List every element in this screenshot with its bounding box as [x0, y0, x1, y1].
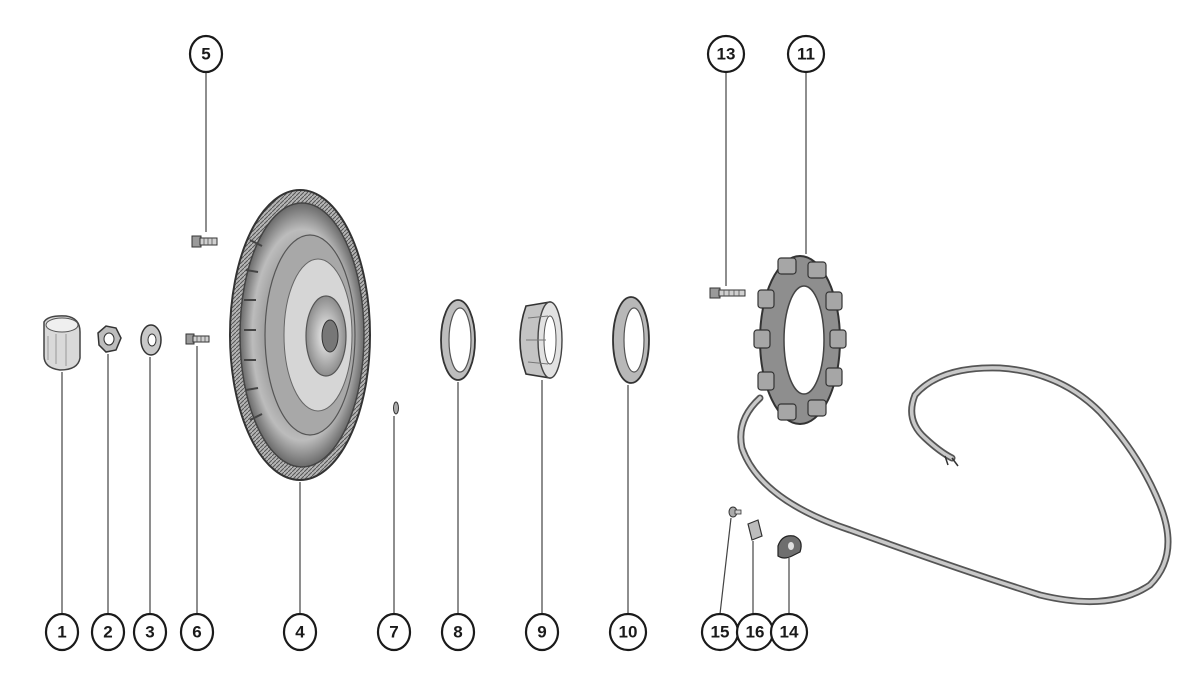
- callout-15: 15: [700, 612, 740, 652]
- callout-label: 3: [145, 623, 154, 642]
- part-1-cap: [43, 315, 81, 371]
- callout-label: 11: [797, 45, 815, 64]
- callout-label: 1: [57, 623, 66, 642]
- part-13-screw: [709, 287, 746, 299]
- part-14-clamp: [777, 535, 802, 559]
- part-7-key: [393, 401, 399, 415]
- part-6-screw: [185, 333, 210, 345]
- callout-label: 5: [201, 45, 210, 64]
- callout-label: 7: [389, 623, 398, 642]
- part-10-ring: [612, 296, 650, 384]
- part-16-retainer: [747, 519, 763, 541]
- part-2-nut: [97, 325, 122, 353]
- callout-label: 10: [619, 623, 638, 642]
- callout-8: 8: [440, 612, 476, 652]
- callout-label: 15: [711, 623, 730, 642]
- callout-label: 14: [780, 623, 799, 642]
- callout-7: 7: [376, 612, 412, 652]
- callout-11: 11: [786, 34, 826, 74]
- callout-4: 4: [282, 612, 318, 652]
- callout-6: 6: [179, 612, 215, 652]
- part-11-stator: [753, 255, 847, 425]
- part-5-screw: [191, 235, 218, 248]
- callout-label: 8: [453, 623, 462, 642]
- callout-label: 13: [717, 45, 736, 64]
- callout-1: 1: [44, 612, 80, 652]
- part-4-flywheel: [229, 189, 371, 481]
- callout-label: 6: [192, 623, 201, 642]
- part-8-ring: [440, 299, 476, 381]
- part-3-washer: [140, 324, 162, 356]
- callout-label: 9: [537, 623, 546, 642]
- callout-label: 4: [295, 623, 305, 642]
- part-9-bearing: [519, 301, 563, 379]
- callout-13: 13: [706, 34, 746, 74]
- part-15-screw: [728, 506, 742, 518]
- callout-3: 3: [132, 612, 168, 652]
- callout-14: 14: [769, 612, 809, 652]
- stator-wiring-harness: [737, 364, 1172, 606]
- leader-lines: [61, 72, 807, 615]
- callout-16: 16: [735, 612, 775, 652]
- callout-9: 9: [524, 612, 560, 652]
- callout-5: 5: [188, 34, 224, 74]
- callout-label: 16: [746, 623, 765, 642]
- callout-2: 2: [90, 612, 126, 652]
- callout-10: 10: [608, 612, 648, 652]
- callout-label: 2: [103, 623, 112, 642]
